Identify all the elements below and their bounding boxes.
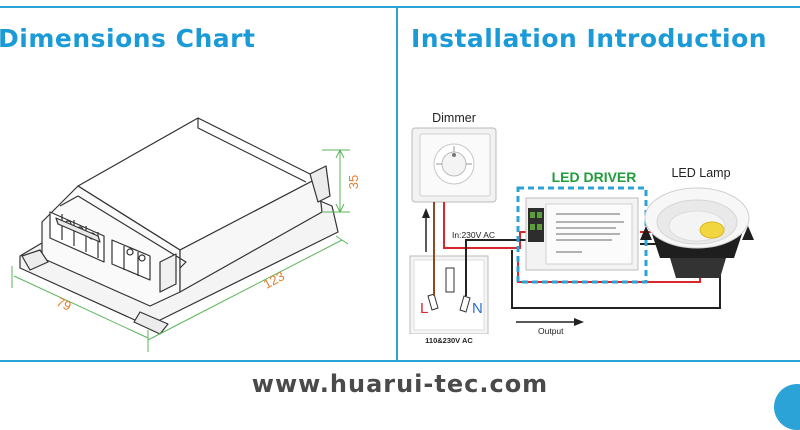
top-border: [0, 6, 800, 8]
led-lamp-label: LED Lamp: [671, 166, 730, 180]
input-voltage-label: In:230V AC: [452, 230, 495, 240]
led-downlight-icon: [640, 187, 754, 278]
arrow-right-icon: [516, 318, 584, 326]
bottom-border: [0, 360, 800, 362]
led-driver-label: LED DRIVER: [552, 169, 637, 185]
website-url: www.huarui-tec.com: [251, 370, 549, 398]
supply-label-bg: [410, 334, 488, 346]
wire-dimmer-to-driver: [443, 202, 530, 249]
width-dimension-line: [13, 275, 149, 339]
dimension-lines: [11, 148, 350, 352]
supply-voltage-label: 110&230V AC: [425, 336, 473, 345]
diagram-canvas: 35 123 79 Dimmer L N 110&230V AC: [11, 111, 754, 352]
driver-isometric-drawing: [19, 117, 339, 335]
length-dimension-label: 123: [261, 268, 287, 291]
mounting-tab-right: [309, 165, 331, 203]
neutral-terminal-label: N: [472, 300, 483, 317]
mounting-tab-left: [21, 249, 49, 271]
socket-panel-icon: [409, 255, 489, 335]
arrow-up-icon: [422, 208, 430, 252]
dimmer-knob-icon: [411, 127, 497, 203]
width-dimension-label: 79: [54, 294, 73, 314]
wire-neutral-to-driver: [465, 239, 530, 296]
length-dimension-line: [147, 239, 343, 341]
dimensions-chart-heading: Dimensions Chart: [0, 24, 256, 53]
terminal-block-right: [111, 239, 151, 281]
height-dimension-label: 35: [346, 175, 361, 189]
led-driver-icon: [525, 197, 639, 271]
live-terminal-label: L: [420, 300, 428, 317]
output-label: Output: [538, 326, 564, 336]
section-divider: [396, 6, 398, 361]
dimmer-label: Dimmer: [432, 111, 476, 125]
installation-heading: Installation Introduction: [411, 24, 768, 53]
top-strip: [0, 0, 800, 8]
